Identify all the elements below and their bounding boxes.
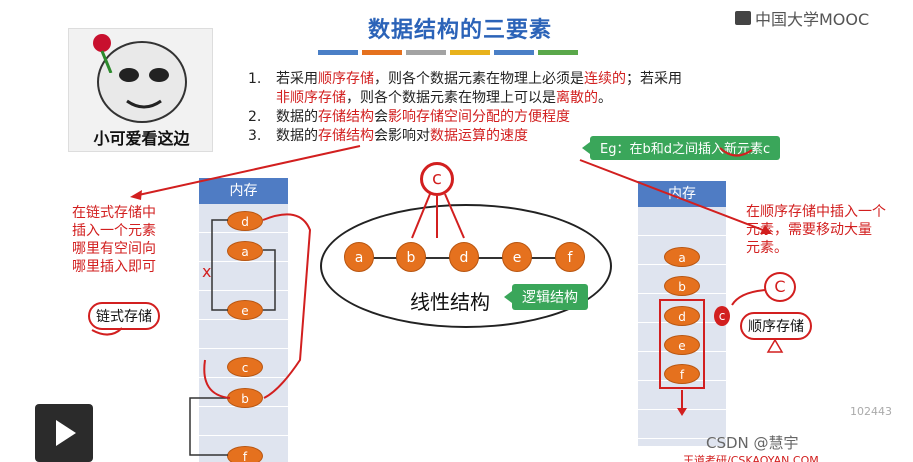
sequential-node-d: d (664, 306, 700, 326)
linked-annotation: 在链式存储中 插入一个元素 哪里有空间向 哪里插入即可 (72, 205, 156, 275)
insert-c-label: c (420, 162, 454, 196)
linked-node-d: d (227, 211, 263, 231)
play-button[interactable] (35, 404, 93, 462)
meme-image: 小可爱看这边 (68, 28, 213, 152)
linear-node-f: f (555, 242, 585, 272)
bullet-1: 1. 若采用顺序存储，则各个数据元素在物理上必须是连续的；若采用 (248, 71, 682, 87)
footer-brand: 王道考研/CSKAOYAN.COM (683, 454, 819, 462)
sequential-annotation: 在顺序存储中插入一个 元素，需要移动大量 元素。 (746, 204, 886, 256)
sequential-node-f: f (664, 364, 700, 384)
linked-node-e: e (227, 300, 263, 320)
color-bar-6 (538, 50, 578, 55)
memory-cell (199, 233, 288, 262)
memory-header: 内存 (199, 178, 288, 204)
bullet-2: 2. 数据的存储结构会影响存储空间分配的方便程度 (248, 109, 570, 125)
bullet-list: 1. 若采用顺序存储，则各个数据元素在物理上必须是连续的；若采用 非顺序存储，则… (248, 70, 808, 146)
linked-node-a: a (227, 241, 263, 261)
memory-header: 内存 (638, 181, 726, 207)
linear-node-a: a (344, 242, 374, 272)
sequential-c-marker: c (714, 306, 730, 326)
linked-node-b: b (227, 388, 263, 408)
color-bar-5 (494, 50, 534, 55)
linear-node-e: e (502, 242, 532, 272)
play-icon (56, 420, 76, 446)
logic-structure-tag: 逻辑结构 (504, 284, 588, 310)
mooc-logo: 中国大学MOOC (735, 6, 869, 30)
color-bar-3 (406, 50, 446, 55)
logic-ellipse (320, 204, 612, 328)
sequential-storage-label: 顺序存储 (740, 312, 812, 340)
memory-cell (199, 407, 288, 436)
memory-cell (199, 204, 288, 233)
sequential-node-a: a (664, 247, 700, 267)
memory-cell (199, 320, 288, 349)
sequential-c-label: C (764, 272, 796, 302)
bullet-3: 3. 数据的存储结构会影响对数据运算的速度 (248, 128, 528, 144)
rose-icon (89, 33, 115, 74)
cross-mark: x (202, 262, 212, 281)
memory-cell (199, 349, 288, 378)
memory-cell (638, 381, 726, 410)
linear-caption: 线性结构 (410, 290, 490, 314)
linked-storage-label: 链式存储 (88, 302, 160, 330)
memory-cell (638, 207, 726, 236)
slide-title: 数据结构的三要素 (367, 18, 552, 43)
book-icon (735, 11, 751, 25)
sequential-node-b: b (664, 276, 700, 296)
linear-node-d: d (449, 242, 479, 272)
linked-node-c: c (227, 357, 263, 377)
color-bar-4 (450, 50, 490, 55)
example-note: Eg：在b和d之间插入新元素c (581, 136, 781, 160)
bullet-1-cont: 非顺序存储，则各个数据元素在物理上可以是离散的。 (276, 90, 612, 106)
color-bar-2 (362, 50, 402, 55)
sequential-node-e: e (664, 335, 700, 355)
video-watermark-number: 102443 (850, 405, 892, 418)
color-bar-1 (318, 50, 358, 55)
meme-caption: 小可爱看这边 (93, 129, 190, 148)
linked-node-f: f (227, 446, 263, 462)
memory-cell (199, 262, 288, 291)
linear-node-b: b (396, 242, 426, 272)
csdn-watermark: CSDN @慧宇 (706, 434, 799, 452)
logo-text: 中国大学MOOC (755, 10, 870, 29)
panda-face-icon (97, 41, 187, 123)
memory-cell (638, 410, 726, 439)
